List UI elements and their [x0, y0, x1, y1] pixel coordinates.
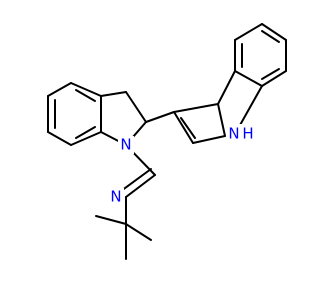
bond: [173, 111, 194, 144]
indoline-benzene-ring: [47, 82, 102, 146]
indoline-nitrogen-label: N: [120, 136, 131, 154]
bond: [100, 91, 127, 97]
bond: [95, 215, 127, 225]
aromatic-inner-bond: [180, 117, 196, 139]
aromatic-inner-bond: [261, 30, 280, 43]
bond: [261, 23, 287, 41]
double-bond-line: [120, 168, 152, 192]
bond: [47, 131, 72, 146]
bond: [173, 103, 219, 113]
indole-ring-system: [145, 23, 287, 144]
bond: [47, 82, 72, 97]
bond: [192, 135, 226, 144]
aromatic-inner-bond: [75, 126, 96, 139]
bond: [125, 223, 152, 241]
bond: [234, 70, 263, 87]
bond: [261, 70, 287, 87]
label-background: [118, 136, 134, 154]
bond: [217, 103, 226, 137]
atom-labels: N N N H: [108, 124, 256, 206]
imine-side-chain: [95, 144, 156, 260]
bond: [217, 70, 236, 105]
bond: [70, 131, 102, 146]
bond: [145, 111, 175, 123]
label-background: [226, 124, 256, 144]
molecule-drawing: N N N H: [47, 23, 287, 260]
indole-nitrogen-label: N: [228, 125, 239, 143]
aromatic-inner-bond: [261, 68, 280, 80]
imine-nitrogen-label: N: [110, 188, 121, 206]
label-background: [108, 188, 124, 206]
bond: [125, 174, 156, 198]
molecule-structure: N N N H: [47, 23, 287, 260]
indole-hydrogen-label: H: [242, 125, 253, 143]
bond: [70, 82, 102, 97]
aromatic-inner-bond: [75, 89, 96, 102]
bond: [234, 23, 263, 41]
bond: [125, 91, 147, 123]
